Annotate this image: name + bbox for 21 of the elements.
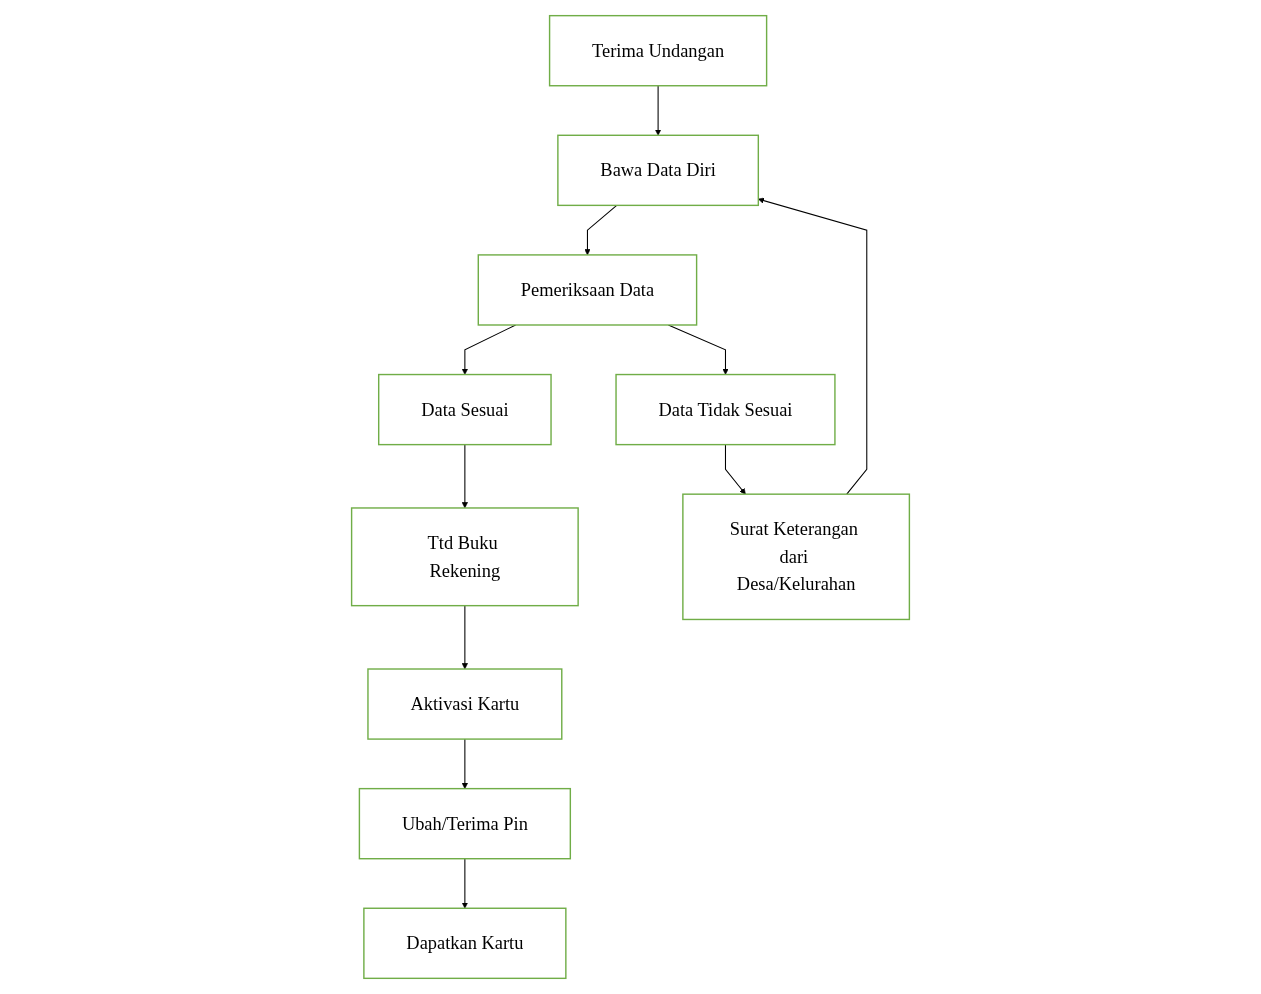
arrow — [461, 605, 468, 670]
arrow — [461, 324, 517, 375]
node-box — [548, 14, 768, 87]
node-box — [367, 668, 563, 740]
node-box — [615, 373, 836, 446]
flowchart: Terima Undangan Bawa Data Diri Surat Keterangan dari Desa/Kelurahan Data Sesuai Pemeriksaan Data Data Tidak Sesuai Ttd Buku Rekening Aktivasi Kartu Ubah/Terima Pin Dapatkan Kartu — [10, 10, 1251, 984]
node-box — [682, 493, 911, 621]
arrow — [667, 324, 729, 375]
arrow — [461, 444, 468, 509]
node-box — [477, 254, 698, 326]
arrow — [584, 204, 618, 256]
node-box — [358, 787, 572, 860]
arrow — [461, 858, 468, 909]
arrow — [724, 444, 746, 495]
node-box — [557, 134, 760, 207]
node-box — [350, 507, 579, 607]
arrow — [461, 738, 468, 789]
arrow — [655, 85, 662, 136]
node-box — [363, 907, 567, 980]
node-box — [378, 373, 552, 446]
arrow — [758, 197, 868, 495]
